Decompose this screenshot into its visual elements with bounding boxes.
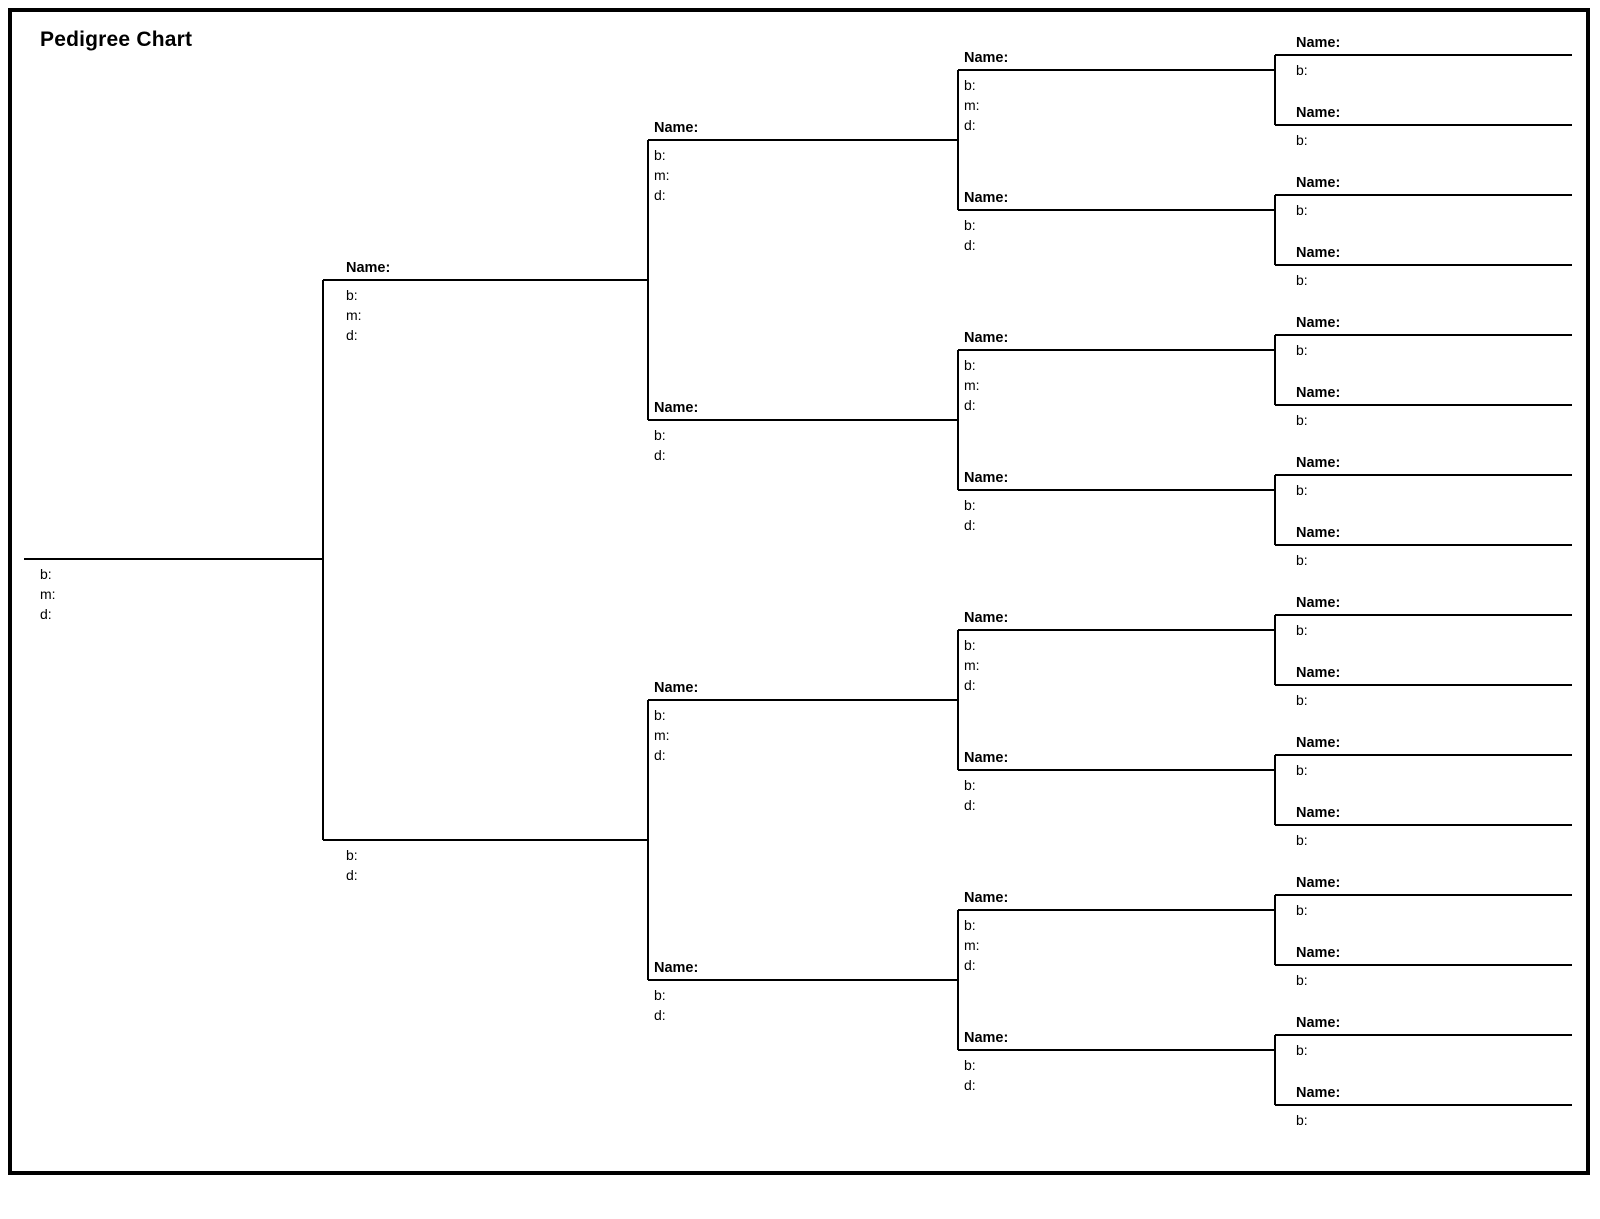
name-label-p18: Name:	[1296, 175, 1340, 191]
field-d-p5: d:	[654, 447, 666, 463]
name-label-p28: Name:	[1296, 875, 1340, 891]
field-b-p21: b:	[1296, 412, 1308, 428]
name-label-p15: Name:	[964, 1030, 1008, 1046]
field-b-p19: b:	[1296, 272, 1308, 288]
field-b-p2: b:	[346, 287, 358, 303]
name-label-p2: Name:	[346, 260, 390, 276]
name-label-p8: Name:	[964, 50, 1008, 66]
name-label-p21: Name:	[1296, 385, 1340, 401]
field-b-p29: b:	[1296, 972, 1308, 988]
generation-connectors	[24, 55, 1277, 1105]
field-b-p27: b:	[1296, 832, 1308, 848]
field-b-p10: b:	[964, 357, 976, 373]
name-label-p17: Name:	[1296, 105, 1340, 121]
field-d-p14: d:	[964, 957, 976, 973]
field-d-p3: d:	[346, 867, 358, 883]
field-d-p4: d:	[654, 187, 666, 203]
field-b-p15: b:	[964, 1057, 976, 1073]
name-label-p24: Name:	[1296, 595, 1340, 611]
field-b-p18: b:	[1296, 202, 1308, 218]
field-m-p10: m:	[964, 377, 980, 393]
field-b-p23: b:	[1296, 552, 1308, 568]
field-b-p17: b:	[1296, 132, 1308, 148]
name-label-p13: Name:	[964, 750, 1008, 766]
name-label-p10: Name:	[964, 330, 1008, 346]
field-b-p3: b:	[346, 847, 358, 863]
name-label-p11: Name:	[964, 470, 1008, 486]
field-d-p10: d:	[964, 397, 976, 413]
field-b-p14: b:	[964, 917, 976, 933]
field-b-p28: b:	[1296, 902, 1308, 918]
name-label-p4: Name:	[654, 120, 698, 136]
field-d-p6: d:	[654, 747, 666, 763]
field-b-p7: b:	[654, 987, 666, 1003]
field-m-p14: m:	[964, 937, 980, 953]
field-m-p2: m:	[346, 307, 362, 323]
name-label-p30: Name:	[1296, 1015, 1340, 1031]
field-d-p8: d:	[964, 117, 976, 133]
generation-text: b: m: d: Name: b: m: d: b: d: Name: b: m: d: Name: b: d…	[40, 35, 1340, 1128]
field-b-p16: b:	[1296, 62, 1308, 78]
field-b-p1: b:	[40, 566, 52, 582]
field-b-p26: b:	[1296, 762, 1308, 778]
name-label-p19: Name:	[1296, 245, 1340, 261]
name-label-p9: Name:	[964, 190, 1008, 206]
field-d-p15: d:	[964, 1077, 976, 1093]
field-b-p11: b:	[964, 497, 976, 513]
field-b-p8: b:	[964, 77, 976, 93]
name-label-p20: Name:	[1296, 315, 1340, 331]
name-label-p26: Name:	[1296, 735, 1340, 751]
field-b-p24: b:	[1296, 622, 1308, 638]
name-label-p14: Name:	[964, 890, 1008, 906]
field-m-p12: m:	[964, 657, 980, 673]
name-label-p29: Name:	[1296, 945, 1340, 961]
field-b-p31: b:	[1296, 1112, 1308, 1128]
name-label-p6: Name:	[654, 680, 698, 696]
field-b-p25: b:	[1296, 692, 1308, 708]
field-b-p5: b:	[654, 427, 666, 443]
field-b-p22: b:	[1296, 482, 1308, 498]
field-d-p13: d:	[964, 797, 976, 813]
field-d-p2: d:	[346, 327, 358, 343]
field-m-p8: m:	[964, 97, 980, 113]
field-b-p13: b:	[964, 777, 976, 793]
page-title: Pedigree Chart	[40, 28, 193, 51]
name-label-p27: Name:	[1296, 805, 1340, 821]
field-b-p20: b:	[1296, 342, 1308, 358]
field-b-p30: b:	[1296, 1042, 1308, 1058]
name-label-p16: Name:	[1296, 35, 1340, 51]
field-d-p1: d:	[40, 606, 52, 622]
name-label-p12: Name:	[964, 610, 1008, 626]
field-b-p6: b:	[654, 707, 666, 723]
field-d-p7: d:	[654, 1007, 666, 1023]
field-b-p12: b:	[964, 637, 976, 653]
field-b-p9: b:	[964, 217, 976, 233]
field-d-p9: d:	[964, 237, 976, 253]
name-label-p5: Name:	[654, 400, 698, 416]
name-label-p31: Name:	[1296, 1085, 1340, 1101]
name-label-p25: Name:	[1296, 665, 1340, 681]
field-m-p1: m:	[40, 586, 56, 602]
name-label-p22: Name:	[1296, 455, 1340, 471]
field-d-p11: d:	[964, 517, 976, 533]
field-d-p12: d:	[964, 677, 976, 693]
field-m-p4: m:	[654, 167, 670, 183]
name-label-p23: Name:	[1296, 525, 1340, 541]
name-label-p7: Name:	[654, 960, 698, 976]
field-b-p4: b:	[654, 147, 666, 163]
field-m-p6: m:	[654, 727, 670, 743]
